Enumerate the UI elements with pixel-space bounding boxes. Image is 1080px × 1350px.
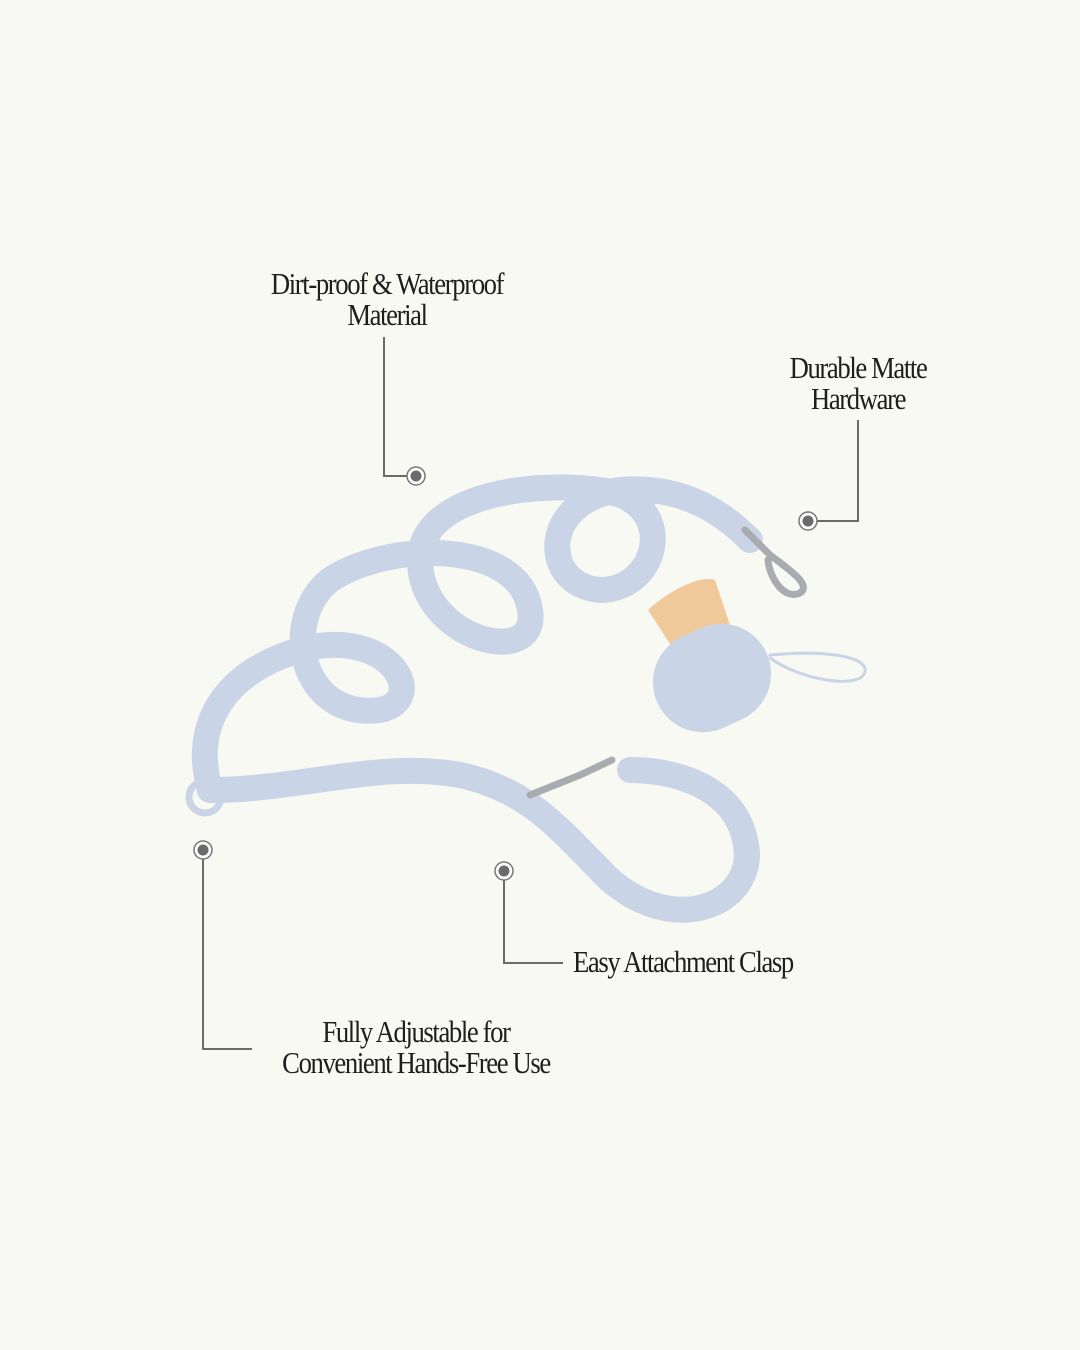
dot-adjustable: [193, 840, 213, 860]
callout-hardware-line1: Durable Matte: [789, 350, 928, 385]
callout-adjustable-line1: Fully Adjustable for: [322, 1014, 511, 1049]
callout-adjustable: Fully Adjustable for Convenient Hands-Fr…: [244, 1016, 588, 1078]
callout-material-line2: Material: [347, 297, 428, 332]
dot-material: [406, 466, 426, 486]
dot-clasp: [494, 861, 514, 881]
clasp-hardware: [526, 526, 807, 799]
callout-material: Dirt-proof & Waterproof Material: [215, 268, 559, 330]
leash-illustration: [185, 474, 867, 923]
poop-bag-dispenser: [648, 579, 772, 733]
callout-connectors: [202, 337, 859, 1050]
callout-material-line1: Dirt-proof & Waterproof: [270, 266, 505, 301]
callout-adjustable-line2: Convenient Hands-Free Use: [282, 1045, 551, 1080]
callout-clasp: Easy Attachment Clasp: [573, 944, 794, 979]
dot-hardware: [798, 511, 818, 531]
callout-hardware-line2: Hardware: [810, 381, 906, 416]
callout-dots: [193, 466, 818, 881]
callout-clasp-line1: Easy Attachment Clasp: [573, 944, 794, 979]
callout-hardware: Durable Matte Hardware: [729, 352, 987, 414]
